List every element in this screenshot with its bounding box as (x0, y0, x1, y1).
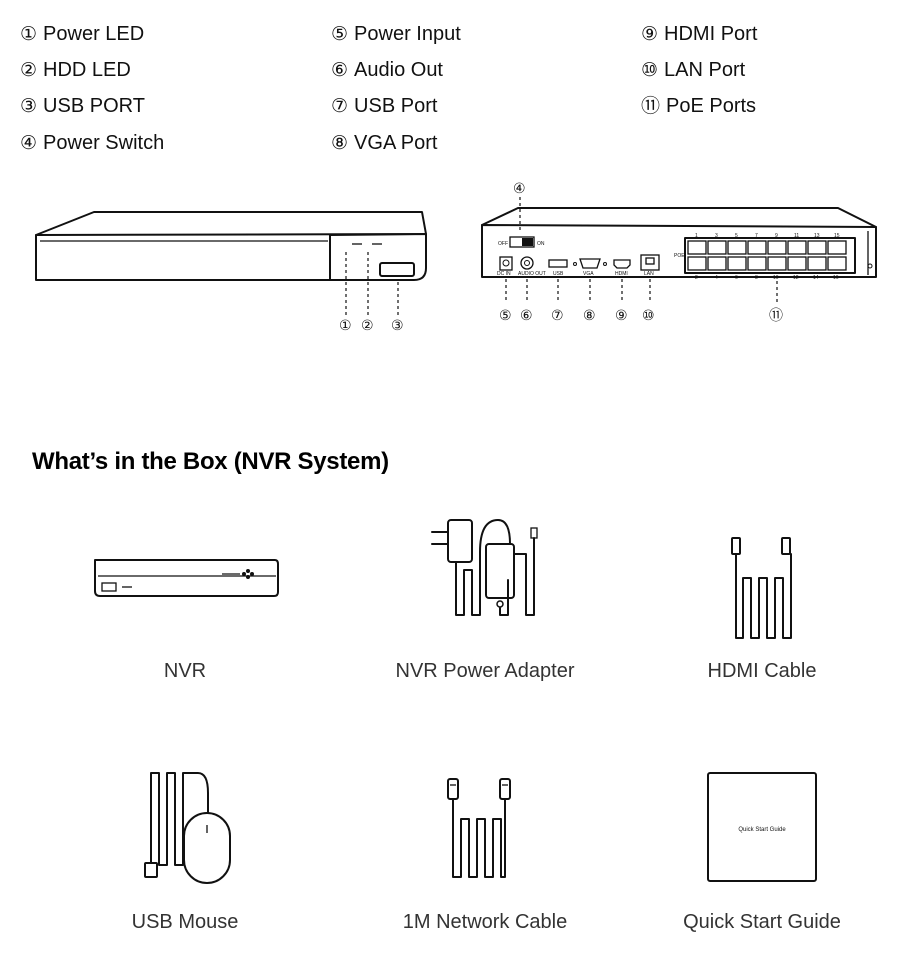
vga-label: VGA (583, 271, 594, 277)
port-number: 2 (695, 275, 698, 281)
port-number: 10 (773, 275, 779, 281)
hdmi-cable-icon (731, 537, 792, 639)
callout-5: ⑤ (499, 308, 512, 324)
legend-label: USB PORT (43, 95, 145, 117)
port-number: 5 (735, 233, 738, 239)
port-number: 13 (814, 233, 820, 239)
callout-1: ① (339, 318, 352, 334)
poe-port-grid (687, 240, 847, 271)
item-caption: Quick Start Guide (683, 911, 841, 933)
port-number: 9 (775, 233, 778, 239)
legend-label: HDD LED (43, 59, 131, 81)
port-number: 3 (715, 233, 718, 239)
port-number: 4 (715, 275, 718, 281)
item-caption: NVR Power Adapter (395, 660, 575, 682)
callout-8: ⑧ (583, 308, 596, 324)
callout-9: ⑨ (615, 308, 628, 324)
on-label: ON (537, 241, 545, 247)
dc-in-label: DC IN (497, 271, 511, 277)
box-item-usb-mouse: USB Mouse (60, 765, 310, 950)
port-number: 12 (793, 275, 799, 281)
hdmi-label: HDMI (615, 271, 628, 277)
port-number: 1 (695, 233, 698, 239)
callout-number: ① (20, 23, 38, 45)
section-title: What’s in the Box (NVR System) (32, 448, 389, 475)
box-item-hdmi-cable: HDMI Cable (637, 520, 887, 700)
power-adapter-icon (431, 519, 538, 616)
guide-cover-text: Quick Start Guide (738, 827, 786, 833)
port-number: 11 (794, 233, 799, 239)
port-number: 7 (755, 233, 758, 239)
callout-number: ⑩ (641, 59, 659, 81)
legend-label: Power Input (354, 23, 461, 45)
callout-number: ⑪ (641, 95, 661, 117)
callout-number: ⑨ (641, 23, 659, 45)
legend-label: HDMI Port (664, 23, 758, 45)
legend-label: Power Switch (43, 132, 165, 154)
legend-label: Power LED (43, 23, 145, 45)
box-item-quick-start-guide: Quick Start Guide Quick Start Guide (637, 765, 887, 950)
callout-number: ⑦ (331, 95, 349, 117)
box-item-nvr: NVR (60, 520, 310, 700)
item-caption: NVR (163, 660, 207, 682)
item-caption: USB Mouse (131, 911, 239, 933)
legend-label: LAN Port (664, 59, 746, 81)
callout-11: ⑪ (769, 308, 783, 324)
callout-7: ⑦ (551, 308, 564, 324)
nvr-icon (94, 559, 279, 597)
item-caption: 1M Network Cable (402, 911, 568, 933)
poe-label: POE (674, 253, 685, 259)
callout-number: ④ (20, 132, 38, 154)
callout-10: ⑩ (642, 308, 655, 324)
legend-label: USB Port (354, 95, 438, 117)
network-cable-icon (447, 778, 511, 878)
legend-label: VGA Port (354, 132, 438, 154)
callout-6: ⑥ (520, 308, 533, 324)
item-caption: HDMI Cable (707, 660, 817, 682)
callout-number: ③ (20, 95, 38, 117)
port-number: 8 (755, 275, 758, 281)
callout-number: ② (20, 59, 38, 81)
usb-label: USB (553, 271, 564, 277)
off-label: OFF (498, 241, 508, 247)
port-number: 15 (834, 233, 840, 239)
box-item-network-cable: 1M Network Cable (360, 765, 610, 950)
callout-2: ② (361, 318, 374, 334)
port-number: 14 (813, 275, 819, 281)
quick-start-guide-icon: Quick Start Guide (707, 772, 817, 882)
callout-number: ⑤ (331, 23, 349, 45)
audio-out-label: AUDIO OUT (518, 271, 546, 277)
port-number: 6 (735, 275, 738, 281)
lan-label: LAN (644, 271, 654, 277)
nvr-front-view-diagram: ① ② ③ (35, 211, 427, 334)
port-number: 16 (833, 275, 839, 281)
callout-4: ④ (513, 181, 526, 197)
callout-number: ⑧ (331, 132, 349, 154)
nvr-rear-view-diagram: ④ OFF ON DC IN AUDIO OUT USB VGA HDMI LA… (481, 181, 877, 324)
usb-mouse-icon (144, 772, 231, 884)
callout-3: ③ (391, 318, 404, 334)
legend-label: PoE Ports (666, 95, 757, 117)
box-item-power-adapter: NVR Power Adapter (360, 510, 610, 700)
callout-number: ⑥ (331, 59, 349, 81)
legend-label: Audio Out (354, 59, 443, 81)
